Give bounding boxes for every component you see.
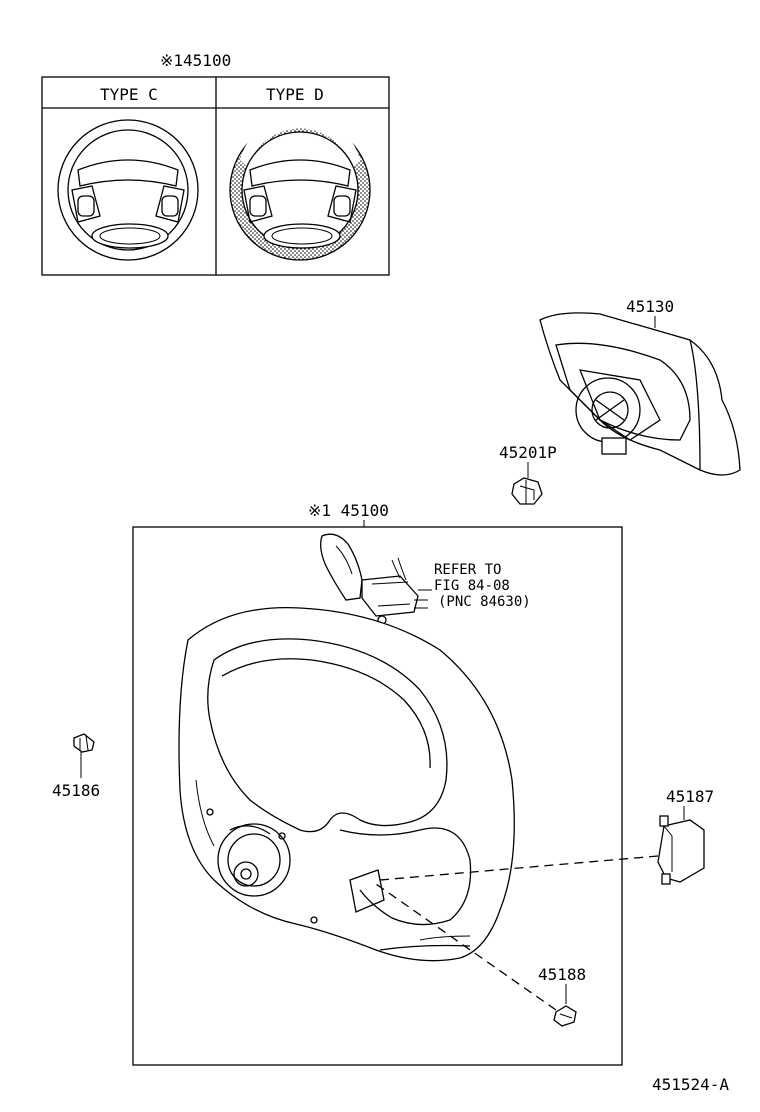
figure-id-label: 451524-A: [652, 1075, 729, 1094]
type-c-label: TYPE C: [100, 85, 158, 104]
steering-wheel: [178, 606, 515, 962]
refer-note: REFER TO FIG 84-08 (PNC 84630): [434, 562, 531, 610]
type-c-wheel: [57, 119, 199, 261]
cruise-switch: [320, 533, 432, 625]
label-45201p: 45201P: [499, 443, 557, 462]
refer-line-1: REFER TO: [434, 562, 501, 578]
type-inset: ※145100 TYPE C TYPE D: [41, 51, 390, 276]
label-45187: 45187: [666, 787, 714, 806]
label-45100: ※1 45100: [308, 501, 389, 520]
label-45186: 45186: [52, 781, 100, 800]
type-d-wheel: [229, 113, 371, 261]
wheel-assembly-box: ※1 45100: [132, 501, 623, 1066]
type-d-label: TYPE D: [266, 85, 324, 104]
label-45188: 45188: [538, 965, 586, 984]
part-45130-pad: 45130: [539, 297, 741, 476]
part-45186-screw: 45186: [52, 733, 100, 800]
part-45188-screw: 45188: [375, 883, 586, 1027]
refer-line-2: FIG 84-08: [434, 578, 510, 594]
refer-line-3: (PNC 84630): [438, 594, 531, 610]
inset-header-label: ※145100: [160, 51, 231, 70]
label-45130: 45130: [626, 297, 674, 316]
part-45187-cover: 45187: [379, 787, 714, 885]
wheel-frame: [132, 526, 623, 1066]
part-45201p-nut: 45201P: [499, 443, 557, 505]
